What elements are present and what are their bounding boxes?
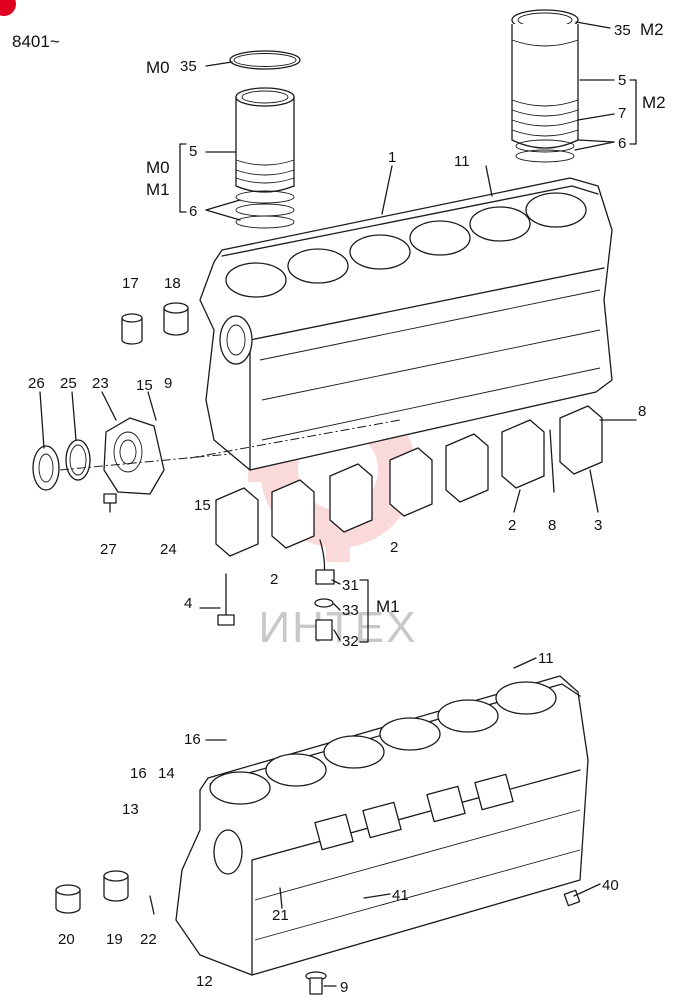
callout-26: 26 — [28, 375, 45, 392]
callout-6-right: 6 — [618, 135, 626, 152]
callout-2-b: 2 — [390, 539, 398, 556]
seal-ring-6-left-c — [235, 215, 295, 229]
callout-41: 41 — [392, 887, 409, 904]
callout-35-right: 35 — [614, 22, 631, 39]
callout-9-b: 9 — [340, 979, 348, 996]
bracket-m1-lower — [359, 579, 369, 643]
callout-15-b: 15 — [194, 497, 211, 514]
callout-31: 31 — [342, 577, 359, 594]
bushing-18 — [163, 302, 189, 336]
serial-range-label: 8401~ — [12, 32, 60, 51]
bolt-27 — [103, 493, 117, 513]
callout-16-b: 16 — [130, 765, 147, 782]
corner-badge — [0, 0, 16, 16]
callout-32: 32 — [342, 633, 359, 650]
plug-9-lower — [305, 971, 327, 995]
bracket-m2 — [629, 79, 637, 145]
o-ring-25 — [65, 439, 91, 481]
bushing-20 — [55, 884, 81, 914]
front-bore-lower — [213, 829, 243, 875]
callout-9-a: 9 — [164, 375, 172, 392]
callout-7-right: 7 — [618, 105, 626, 122]
callout-2-a: 2 — [270, 571, 278, 588]
group-label-m1: M1 — [146, 180, 170, 199]
callout-6-left: 6 — [189, 203, 197, 220]
group-label-m0-top: M0 — [146, 58, 170, 77]
cylinder-liner-left — [235, 87, 295, 193]
callout-35-left: 35 — [180, 58, 197, 75]
callout-14: 14 — [158, 765, 175, 782]
seal-housing-23 — [103, 417, 165, 495]
cylinder-bores-upper — [225, 192, 587, 298]
callout-18: 18 — [164, 275, 181, 292]
callout-13: 13 — [122, 801, 139, 818]
leader-lines — [39, 21, 637, 987]
callout-21: 21 — [272, 907, 289, 924]
callout-3: 3 — [594, 517, 602, 534]
jet-assembly-31-33-32 — [314, 539, 335, 641]
callout-11-top: 11 — [454, 153, 470, 170]
dowel-pin-line — [189, 419, 401, 459]
seal-ring-6-right-b — [515, 149, 575, 163]
callout-23: 23 — [92, 375, 109, 392]
group-label-m1-lower: M1 — [376, 597, 400, 616]
seal-ring-6-left-b — [235, 203, 295, 217]
bearing-caps — [215, 405, 603, 557]
callout-5-right: 5 — [618, 72, 626, 89]
oil-seal-26 — [32, 445, 60, 491]
callout-5-left: 5 — [189, 143, 197, 160]
group-label-m2-top: M2 — [640, 20, 664, 39]
bracket-m0-m1 — [179, 143, 187, 213]
bushing-19 — [103, 870, 129, 902]
callout-4: 4 — [184, 595, 192, 612]
callout-2-c: 2 — [508, 517, 516, 534]
callout-22: 22 — [140, 931, 157, 948]
cylinder-liner-right — [511, 9, 579, 149]
seal-ring-6-right-a — [515, 139, 575, 153]
callout-12: 12 — [196, 973, 213, 990]
callout-17: 17 — [122, 275, 139, 292]
front-center-line — [59, 453, 231, 471]
seal-ring-6-left-a — [235, 190, 295, 204]
plug-40 — [563, 889, 581, 907]
callout-8-a: 8 — [638, 403, 646, 420]
bushing-17 — [121, 313, 143, 345]
callout-16-a: 16 — [184, 731, 201, 748]
front-bore-upper — [219, 315, 253, 365]
callout-24: 24 — [160, 541, 177, 558]
callout-15-a: 15 — [136, 377, 153, 394]
callout-8-b: 8 — [548, 517, 556, 534]
callout-33: 33 — [342, 602, 359, 619]
callout-19: 19 — [106, 931, 123, 948]
callout-20: 20 — [58, 931, 75, 948]
callout-27: 27 — [100, 541, 117, 558]
watermark-text: ИНТЕХ — [259, 603, 418, 652]
callout-1: 1 — [388, 149, 396, 166]
bolt-4 — [217, 573, 235, 626]
group-label-m0: M0 — [146, 158, 170, 177]
callout-11-bottom: 11 — [538, 650, 554, 667]
cylinder-bores-lower — [209, 681, 557, 805]
o-ring-35-left — [229, 50, 301, 70]
callout-25: 25 — [60, 375, 77, 392]
group-label-m2: M2 — [642, 93, 666, 112]
side-covers-lower — [314, 773, 514, 851]
callout-40: 40 — [602, 877, 619, 894]
